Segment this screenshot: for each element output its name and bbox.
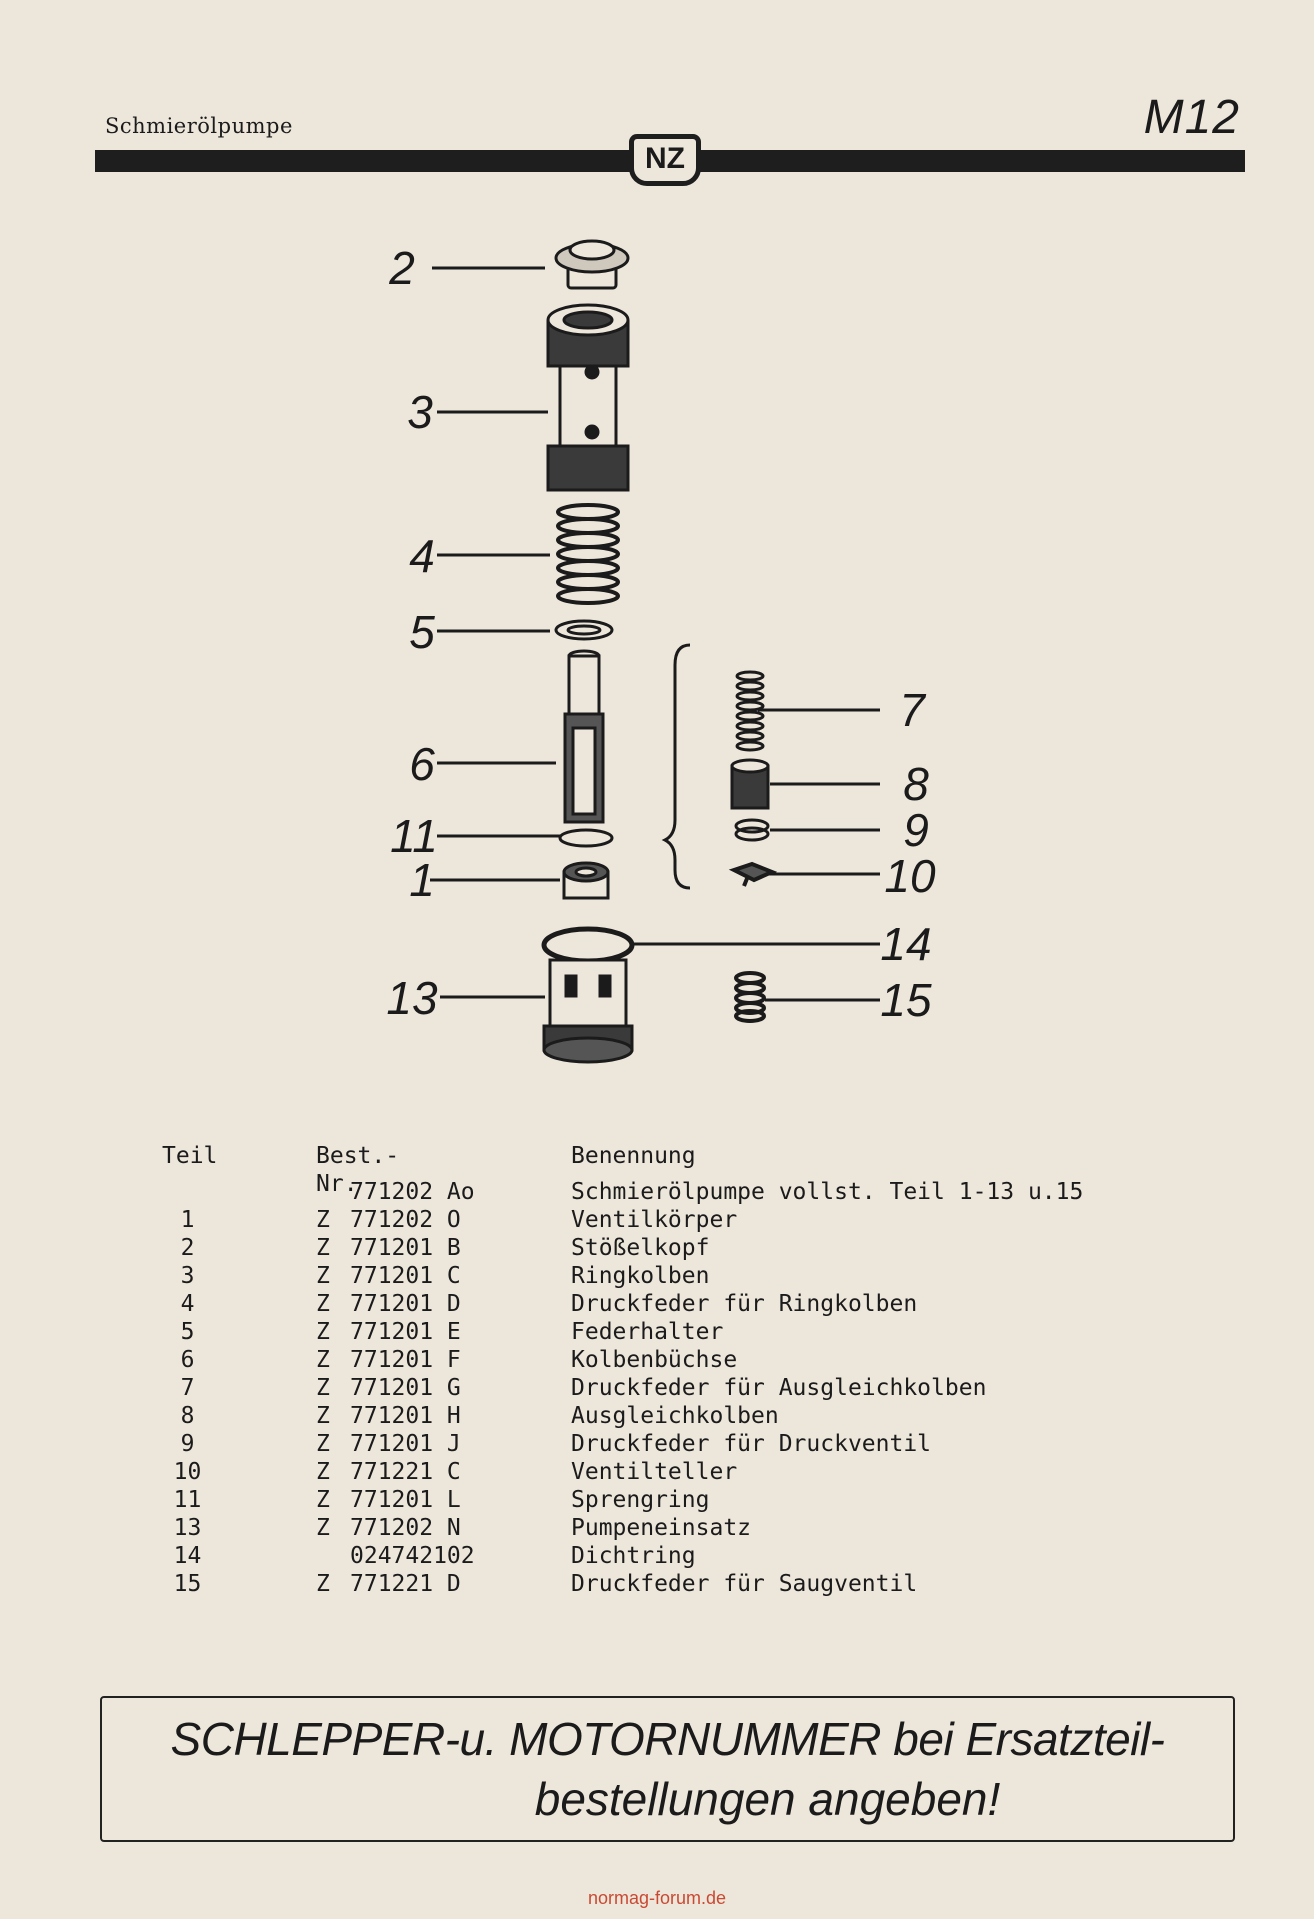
part-number-cell: 2 bbox=[180, 1235, 195, 1261]
callout-2: 2 bbox=[388, 242, 415, 294]
part-3-shape bbox=[546, 303, 630, 492]
part-number-cell: 11 bbox=[173, 1487, 202, 1513]
part-6-shape bbox=[563, 649, 605, 824]
callout-10: 10 bbox=[884, 850, 936, 902]
order-number-cell: 771201 G bbox=[350, 1375, 461, 1401]
part-number-cell: 8 bbox=[180, 1403, 195, 1429]
callout-4: 4 bbox=[409, 530, 435, 582]
prefix-cell: Z bbox=[316, 1347, 330, 1373]
prefix-cell: Z bbox=[316, 1459, 330, 1485]
callout-9: 9 bbox=[903, 804, 929, 856]
part-11-shape bbox=[558, 828, 614, 848]
header-best-nr: Best.-Nr. bbox=[316, 1143, 400, 1197]
part-number-cell: 14 bbox=[173, 1543, 202, 1569]
exploded-view-diagram: 2 3 4 5 6 11 1 7 8 9 10 14 13 15 bbox=[386, 239, 936, 1064]
prefix-cell: Z bbox=[316, 1319, 330, 1345]
part-number-cell: 4 bbox=[180, 1291, 195, 1317]
order-number-cell: 771202 O bbox=[350, 1207, 461, 1233]
prefix-cell: Z bbox=[316, 1235, 330, 1261]
callout-3: 3 bbox=[407, 386, 433, 438]
part-number-cell: 9 bbox=[180, 1431, 195, 1457]
description-cell: Ausgleichkolben bbox=[571, 1403, 779, 1429]
part-7-shape bbox=[735, 670, 765, 752]
callout-13: 13 bbox=[386, 972, 438, 1024]
part-5-shape bbox=[554, 619, 614, 641]
order-number-cell: 771202 Ao bbox=[350, 1179, 475, 1205]
page-code: M12 bbox=[1143, 91, 1240, 144]
header-teil: Teil bbox=[162, 1143, 218, 1169]
prefix-cell: Z bbox=[316, 1487, 330, 1513]
order-number-cell: 771201 J bbox=[350, 1431, 461, 1457]
callout-5: 5 bbox=[409, 606, 435, 658]
callout-8: 8 bbox=[903, 758, 929, 810]
order-notice-box: SCHLEPPER-u. MOTORNUMMER bei Ersatzteil-… bbox=[100, 1696, 1235, 1842]
order-number-cell: 771202 N bbox=[350, 1515, 461, 1541]
description-cell: Ventilteller bbox=[571, 1459, 738, 1485]
part-4-shape bbox=[556, 503, 620, 605]
prefix-cell: Z bbox=[316, 1291, 330, 1317]
part-14-shape bbox=[541, 926, 635, 964]
notice-line-1: SCHLEPPER-u. MOTORNUMMER bei Ersatzteil- bbox=[170, 1713, 1165, 1765]
part-number-cell: 13 bbox=[173, 1515, 202, 1541]
prefix-cell: Z bbox=[316, 1431, 330, 1457]
description-cell: Pumpeneinsatz bbox=[571, 1515, 752, 1541]
part-number-cell: 7 bbox=[180, 1375, 195, 1401]
callout-14: 14 bbox=[880, 918, 931, 970]
description-cell: Federhalter bbox=[571, 1319, 724, 1345]
prefix-cell: Z bbox=[316, 1263, 330, 1289]
callout-1: 1 bbox=[409, 854, 435, 906]
part-13-shape bbox=[542, 958, 634, 1064]
part-number-cell: 1 bbox=[180, 1207, 195, 1233]
part-1-shape bbox=[562, 861, 610, 900]
description-cell: Ringkolben bbox=[571, 1263, 710, 1289]
prefix-cell: Z bbox=[316, 1403, 330, 1429]
description-cell: Druckfeder für Ringkolben bbox=[571, 1291, 918, 1317]
prefix-cell: Z bbox=[316, 1571, 330, 1597]
order-number-cell: 771221 D bbox=[350, 1571, 461, 1597]
callout-15: 15 bbox=[880, 974, 932, 1026]
prefix-cell: Z bbox=[316, 1207, 330, 1233]
description-cell: Druckfeder für Ausgleichkolben bbox=[571, 1375, 987, 1401]
description-cell: Ventilkörper bbox=[571, 1207, 738, 1233]
part-15-shape bbox=[734, 971, 766, 1023]
notice-line-2: bestellungen angeben! bbox=[534, 1773, 1001, 1825]
part-9-shape bbox=[734, 818, 770, 842]
part-number-cell: 15 bbox=[173, 1571, 202, 1597]
order-number-cell: 771201 L bbox=[350, 1487, 461, 1513]
description-cell: Sprengring bbox=[571, 1487, 710, 1513]
part-number-cell: 5 bbox=[180, 1319, 195, 1345]
nz-logo: NZ bbox=[629, 134, 701, 186]
watermark: normag-forum.de bbox=[587, 1888, 727, 1908]
order-number-cell: 771221 C bbox=[350, 1459, 461, 1485]
part-number-cell: 6 bbox=[180, 1347, 195, 1373]
description-cell: Druckfeder für Druckventil bbox=[571, 1431, 932, 1457]
part-number-cell: 10 bbox=[173, 1459, 202, 1485]
order-number-cell: 771201 D bbox=[350, 1291, 461, 1317]
section-title: Schmierölpumpe bbox=[105, 114, 293, 138]
callout-7: 7 bbox=[899, 684, 926, 736]
description-cell: Dichtring bbox=[571, 1543, 696, 1569]
order-number-cell: 771201 F bbox=[350, 1347, 461, 1373]
prefix-cell: Z bbox=[316, 1515, 330, 1541]
part-10-shape bbox=[728, 861, 778, 887]
header-benennung: Benennung bbox=[571, 1143, 696, 1169]
part-2-shape bbox=[554, 239, 630, 290]
order-number-cell: 771201 E bbox=[350, 1319, 461, 1345]
description-cell: Schmierölpumpe vollst. Teil 1-13 u.15 bbox=[571, 1179, 1084, 1205]
prefix-cell: Z bbox=[316, 1375, 330, 1401]
order-number-cell: 771201 B bbox=[350, 1235, 461, 1261]
order-number-cell: 771201 H bbox=[350, 1403, 461, 1429]
order-number-cell: 024742102 bbox=[350, 1543, 475, 1569]
part-number-cell: 3 bbox=[180, 1263, 195, 1289]
description-cell: Druckfeder für Saugventil bbox=[571, 1571, 918, 1597]
description-cell: Kolbenbüchse bbox=[571, 1347, 738, 1373]
callout-11: 11 bbox=[390, 810, 438, 862]
description-cell: Stößelkopf bbox=[571, 1235, 710, 1261]
callout-6: 6 bbox=[409, 738, 435, 790]
order-number-cell: 771201 C bbox=[350, 1263, 461, 1289]
part-8-shape bbox=[730, 758, 770, 810]
